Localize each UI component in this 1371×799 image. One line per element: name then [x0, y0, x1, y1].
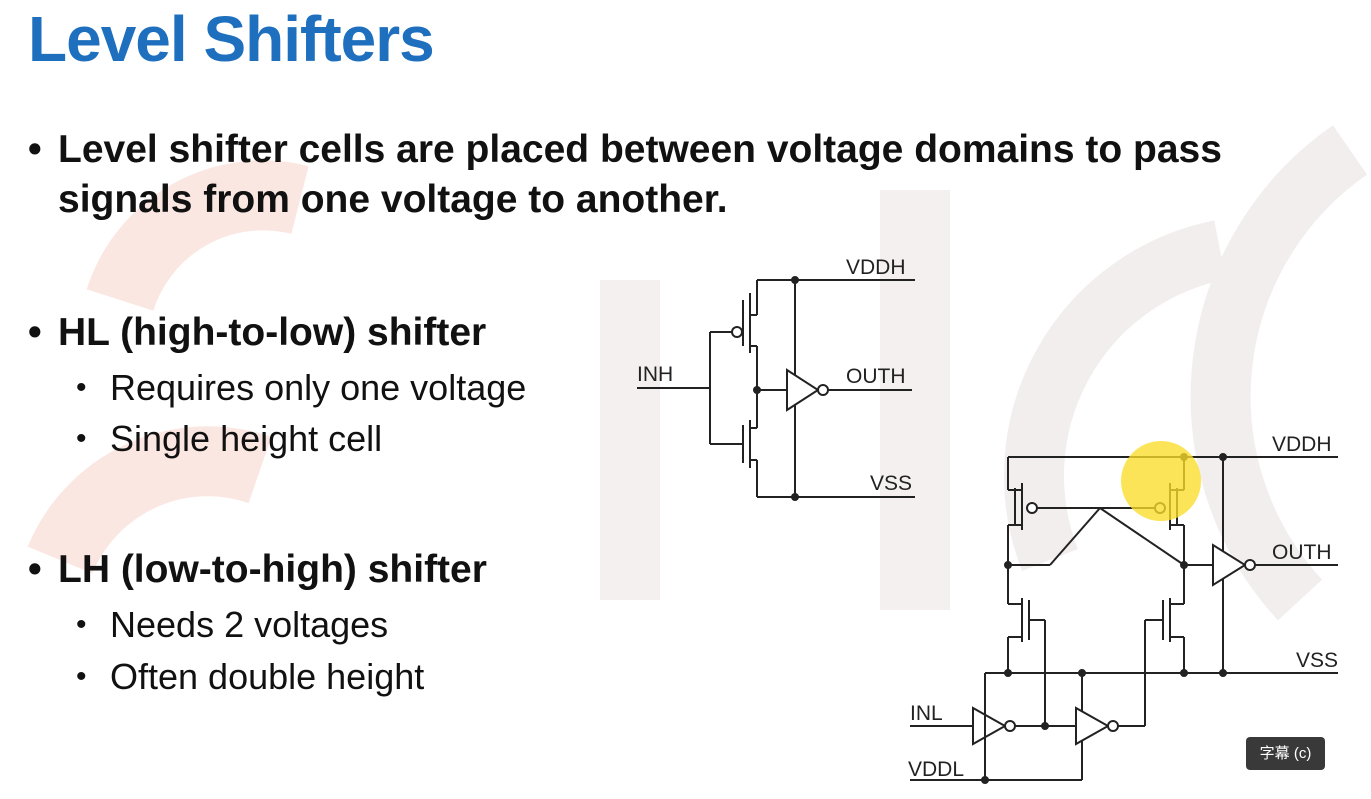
hl-point-2: • Single height cell	[76, 418, 383, 459]
hl-point-1: • Requires only one voltage	[76, 367, 527, 408]
lh-schematic	[910, 453, 1338, 784]
hl-outh-label: OUTH	[846, 365, 906, 388]
bullet-dot: •	[28, 548, 42, 591]
intro-line-2: signals from one voltage to another.	[58, 178, 728, 221]
bullet-dot: •	[28, 311, 42, 354]
slide-title: Level Shifters	[28, 3, 435, 75]
bullet-dot: •	[76, 371, 87, 404]
bullet-dot: •	[76, 422, 87, 455]
intro-bullet: • Level shifter cells are placed between…	[28, 125, 1222, 225]
lh-inl-label: INL	[910, 702, 943, 725]
bullet-dot: •	[76, 608, 87, 641]
lh-vddl-label: VDDL	[908, 758, 964, 781]
hl-vss-label: VSS	[870, 472, 912, 495]
hl-inh-label: INH	[637, 363, 673, 386]
lh-vss-label: VSS	[1296, 649, 1338, 672]
lh-vddh-label: VDDH	[1272, 433, 1332, 456]
lh-point-1: • Needs 2 voltages	[76, 604, 389, 645]
lh-point-2: • Often double height	[76, 656, 425, 697]
hl-vddh-label: VDDH	[846, 256, 906, 279]
bullet-dot: •	[76, 660, 87, 693]
hl-heading: • HL (high-to-low) shifter	[28, 308, 486, 358]
intro-line-1: Level shifter cells are placed between v…	[58, 128, 1222, 171]
bullet-dot: •	[28, 128, 42, 171]
lh-heading: • LH (low-to-high) shifter	[28, 545, 487, 595]
captions-button[interactable]: 字幕 (c)	[1246, 737, 1325, 770]
lh-outh-label: OUTH	[1272, 541, 1332, 564]
cursor-highlight	[1121, 441, 1201, 521]
hl-schematic	[637, 276, 915, 501]
